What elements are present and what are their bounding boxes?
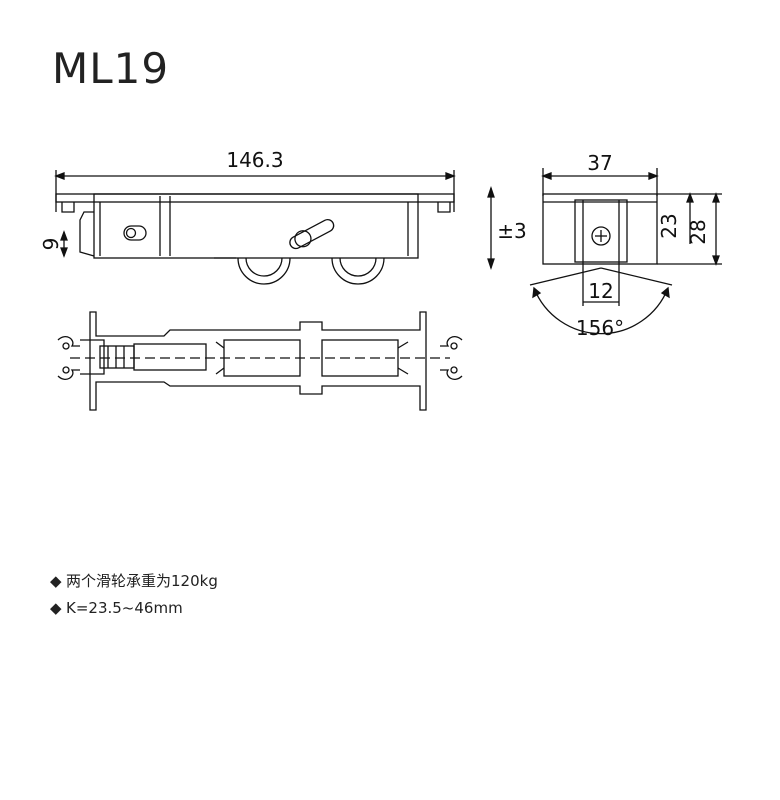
front-view — [487, 168, 722, 335]
model-title: ML19 — [52, 44, 170, 93]
dim-spacing-label: 12 — [588, 279, 613, 303]
dim-length-label: 146.3 — [226, 148, 283, 172]
side-view — [54, 170, 456, 285]
note-range: ◆K=23.5~46mm — [50, 599, 183, 617]
note-load: ◆两个滑轮承重为120kg — [50, 570, 218, 591]
diamond-bullet-icon: ◆ — [50, 599, 62, 617]
note-load-text: 两个滑轮承重为120kg — [66, 572, 218, 590]
dim-height-total-label: 28 — [686, 219, 710, 244]
plan-view — [57, 311, 463, 411]
diamond-bullet-icon: ◆ — [50, 572, 62, 590]
note-range-text: K=23.5~46mm — [66, 599, 183, 617]
dim-angle-label: 156° — [576, 316, 624, 340]
dim-width-label: 37 — [587, 151, 612, 175]
dim-adjust-label: ±3 — [497, 219, 526, 243]
dim-height-inner-label: 23 — [657, 213, 681, 238]
dim-wheel-offset-label: 9 — [39, 238, 63, 251]
